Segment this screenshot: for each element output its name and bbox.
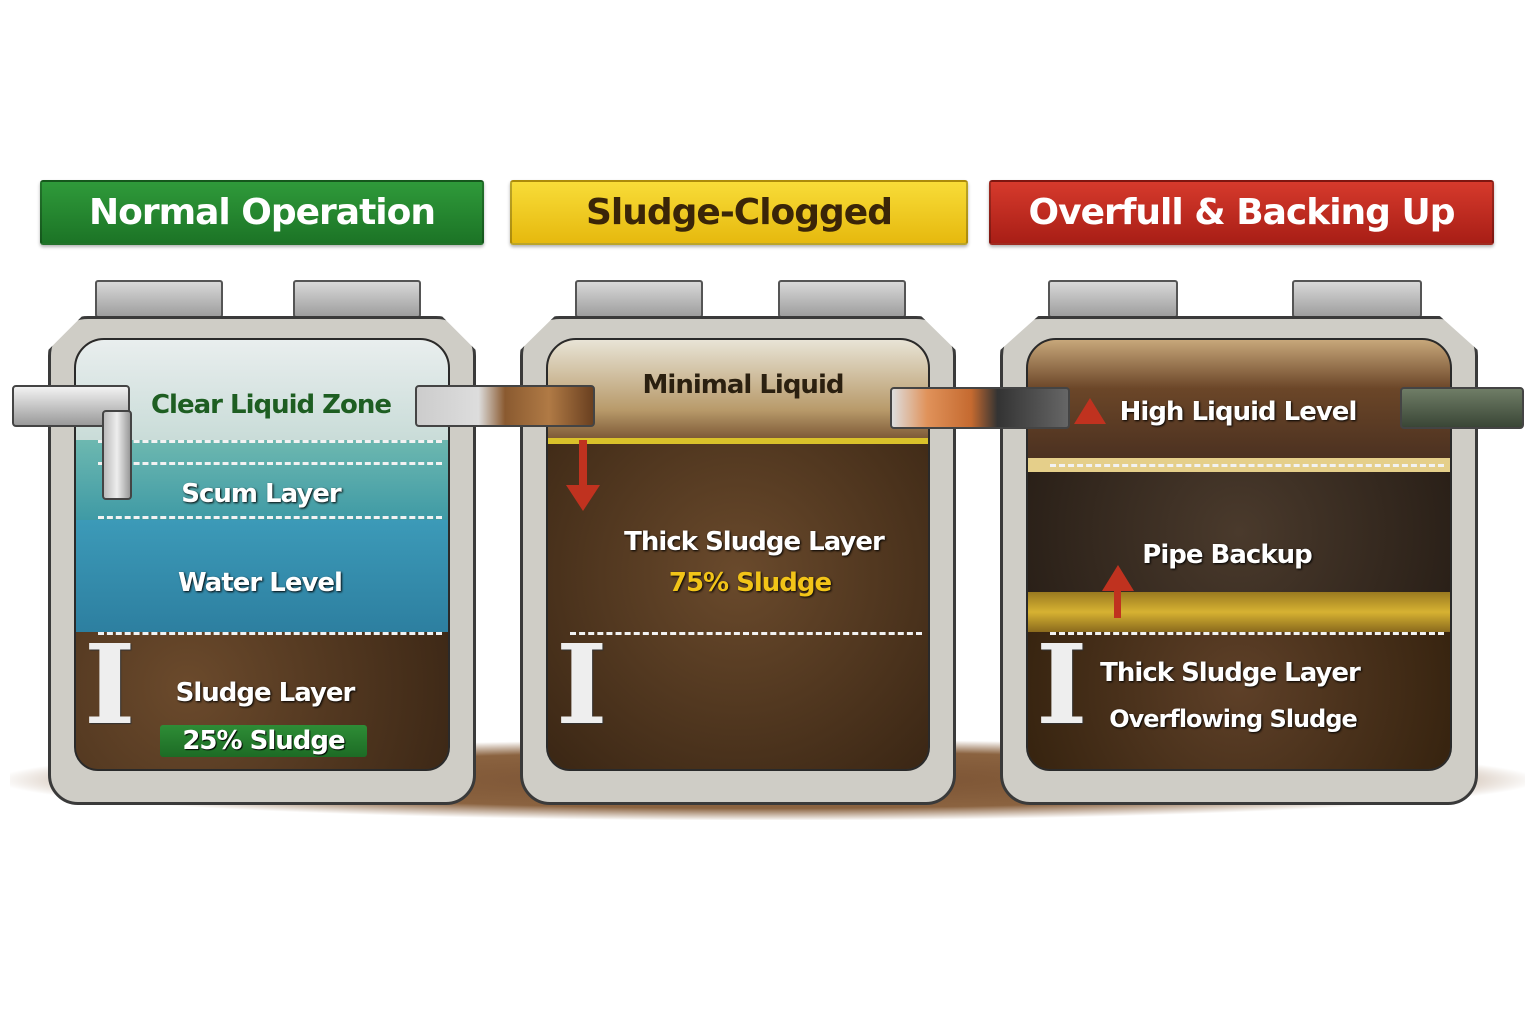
ruler-icon: I [556,620,608,749]
title-normal-operation: Normal Operation [40,180,484,245]
label-clear-liquid: Clear Liquid Zone [150,390,392,420]
inlet-pipe-elbow [102,410,132,500]
divider [1050,464,1444,467]
divider [98,462,442,465]
up-arrow-icon [1102,565,1134,591]
minimal-liquid-layer [548,340,928,440]
connecting-pipe-backup [890,387,1070,429]
down-arrow-icon [579,440,587,490]
label-overflowing-sludge: Overflowing Sludge [1109,705,1358,733]
pipe-backup-layer [1028,472,1450,592]
label-sludge: Sludge Layer [175,678,356,708]
clear-liquid-zone [76,340,448,440]
liquid-line [548,438,928,444]
title-overfull: Overfull & Backing Up [989,180,1494,245]
tank-lid [95,280,223,318]
thick-sludge-layer [548,444,928,769]
tank-lid [293,280,421,318]
down-arrow-head [566,485,600,511]
badge-25-sludge: 25% Sludge [160,725,367,757]
label-75-sludge: 75% Sludge [668,568,832,598]
tank-overfull: High Liquid Level Pipe Backup Thick Slud… [1000,280,1478,805]
thick-sludge-layer [1028,632,1450,769]
scum-layer [76,440,448,520]
tank-lid [1048,280,1178,318]
ruler-icon: I [84,620,136,749]
tank-cavity [74,338,450,771]
outlet-pipe [1400,387,1524,429]
label-pipe-backup: Pipe Backup [1142,540,1312,570]
up-arrow-icon [1074,398,1106,424]
label-thick-sludge: Thick Sludge Layer [624,527,885,557]
divider [98,440,442,443]
water-layer [76,520,448,632]
tank-lid [778,280,906,318]
divider [1050,632,1444,635]
label-scum: Scum Layer [181,479,342,509]
tank-clogged: Minimal Liquid Thick Sludge Layer 75% Sl… [520,280,956,805]
title-sludge-clogged: Sludge-Clogged [510,180,968,245]
label-minimal-liquid: Minimal Liquid [642,370,845,400]
ruler-icon: I [1036,620,1088,749]
connecting-pipe-clogged [415,385,595,427]
label-water: Water Level [178,568,343,598]
yellow-sludge-layer [1028,592,1450,632]
label-high-liquid: High Liquid Level [1119,397,1358,427]
tank-lid [1292,280,1422,318]
label-thick-sludge: Thick Sludge Layer [1100,658,1361,688]
tank-normal: Clear Liquid Zone Scum Layer Water Level… [48,280,476,805]
tank-cavity [546,338,930,771]
divider [98,516,442,519]
divider [570,632,922,635]
up-arrow-shaft [1114,590,1121,618]
divider [98,632,442,635]
tank-lid [575,280,703,318]
